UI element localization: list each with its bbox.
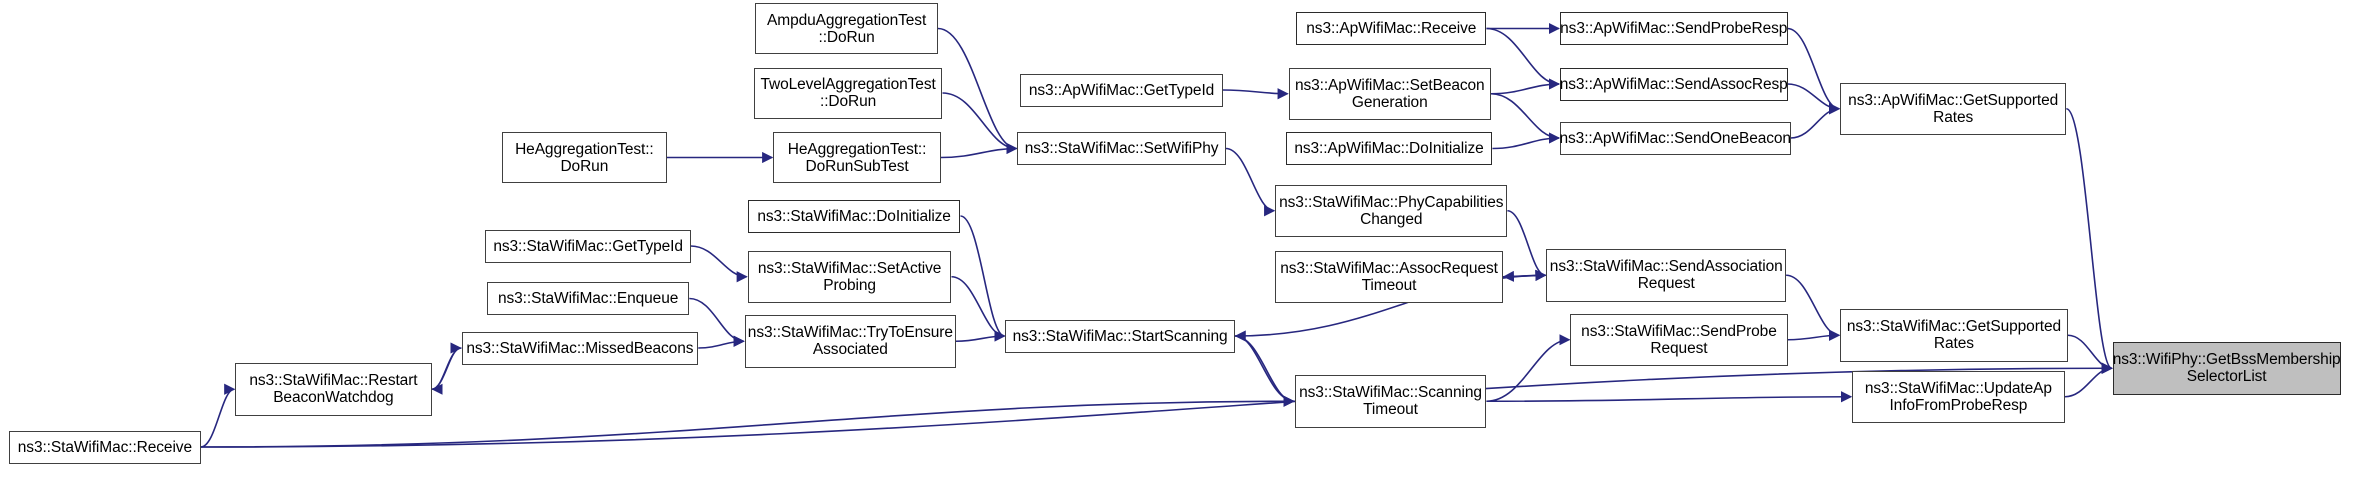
graph-node-label: HeAggregationTest:: DoRun (515, 140, 654, 175)
graph-edge (1490, 92, 1560, 144)
graph-edge (942, 92, 1018, 155)
graph-node-label: ns3::StaWifiMac::Restart BeaconWatchdog (249, 372, 418, 407)
graph-node[interactable]: ns3::StaWifiMac::TryToEnsure Associated (744, 315, 956, 368)
graph-edge (1492, 132, 1560, 150)
graph-node[interactable]: ns3::ApWifiMac::SendOneBeacon (1559, 121, 1792, 155)
graph-node[interactable]: ns3::StaWifiMac::StartScanning (1005, 319, 1235, 353)
graph-edge (698, 335, 745, 349)
graph-node[interactable]: ns3::ApWifiMac::SendAssocResp (1559, 67, 1788, 101)
graph-node[interactable]: ns3::StaWifiMac::SendAssociation Request (1546, 249, 1787, 302)
graph-node-label: ns3::StaWifiMac::SetWifiPhy (1024, 140, 1219, 157)
graph-node-label: HeAggregationTest:: DoRunSubTest (787, 140, 927, 175)
graph-node-label: ns3::StaWifiMac::Scanning Timeout (1299, 384, 1482, 419)
graph-node[interactable]: ns3::StaWifiMac::Enqueue (486, 282, 690, 315)
graph-node[interactable]: ns3::ApWifiMac::GetSupported Rates (1840, 82, 2067, 135)
graph-edge (431, 347, 462, 395)
graph-node-label: ns3::ApWifiMac::SendAssocResp (1559, 75, 1788, 93)
graph-node[interactable]: ns3::StaWifiMac::SetWifiPhy (1017, 132, 1226, 165)
graph-edge (1234, 335, 1295, 407)
graph-edge (1787, 329, 1841, 341)
graph-edge (1222, 88, 1289, 100)
graph-node[interactable]: ns3::StaWifiMac::DoInitialize (747, 199, 961, 233)
graph-node-label: ns3::StaWifiMac::PhyCapabilities Changed (1279, 193, 1504, 228)
graph-node-label: ns3::StaWifiMac::SendProbe Request (1581, 322, 1777, 357)
graph-edge (2067, 334, 2113, 374)
graph-node[interactable]: ns3::StaWifiMac::Restart BeaconWatchdog (235, 363, 432, 416)
graph-node-label: ns3::StaWifiMac::TryToEnsure Associated (747, 324, 953, 359)
graph-node-label: ns3::ApWifiMac::SendOneBeacon (1559, 129, 1792, 147)
graph-edge (690, 245, 748, 283)
graph-edge (1786, 274, 1841, 341)
graph-node-label: ns3::StaWifiMac::Enqueue (497, 290, 679, 307)
graph-node[interactable]: ns3::StaWifiMac::SendProbe Request (1570, 313, 1788, 366)
graph-node-label: ns3::StaWifiMac::MissedBeacons (466, 339, 694, 357)
graph-edge (1507, 209, 1547, 281)
graph-node-label: ns3::StaWifiMac::GetTypeId (493, 237, 683, 255)
graph-edge (1486, 334, 1571, 403)
graph-edge (1502, 270, 1547, 282)
graph-node-label: ns3::StaWifiMac::DoInitialize (757, 207, 951, 225)
graph-node-label: ns3::StaWifiMac::StartScanning (1012, 327, 1228, 345)
graph-edge (941, 142, 1018, 159)
graph-node-label: ns3::StaWifiMac::SetActive Probing (757, 259, 942, 294)
graph-node[interactable]: TwoLevelAggregationTest ::DoRun (753, 67, 943, 119)
graph-node-label: ns3::ApWifiMac::GetTypeId (1028, 81, 1215, 99)
graph-node[interactable]: ns3::StaWifiMac::AssocRequest Timeout (1275, 250, 1503, 303)
graph-node[interactable]: ns3::StaWifiMac::UpdateAp InfoFromProbeR… (1852, 370, 2065, 423)
graph-edge (951, 275, 1006, 342)
graph-node-label: ns3::ApWifiMac::DoInitialize (1294, 140, 1484, 157)
graph-edge (937, 27, 1018, 155)
graph-node-label: ns3::StaWifiMac::UpdateAp InfoFromProbeR… (1864, 379, 2052, 414)
graph-node-label: ns3::StaWifiMac::SendAssociation Request (1549, 258, 1783, 293)
graph-node-label: ns3::ApWifiMac::GetSupported Rates (1848, 91, 2059, 126)
graph-node[interactable]: ns3::ApWifiMac::SendProbeResp (1559, 12, 1788, 45)
graph-edge (960, 215, 1006, 342)
graph-edge (1790, 103, 1841, 139)
graph-node[interactable]: ns3::WifiPhy::GetBssMembership SelectorL… (2113, 342, 2341, 395)
graph-node-label: ns3::StaWifiMac::AssocRequest Timeout (1280, 259, 1498, 294)
graph-node-label: ns3::ApWifiMac::SetBeacon Generation (1294, 76, 1485, 111)
graph-edge (1486, 391, 1853, 403)
graph-edge (1787, 27, 1841, 115)
graph-node[interactable]: ns3::StaWifiMac::SetActive Probing (747, 250, 952, 303)
graph-edge (2065, 107, 2113, 374)
graph-edge (1225, 147, 1276, 217)
graph-node-label: ns3::StaWifiMac::Receive (17, 438, 192, 456)
graph-edge (1502, 270, 1547, 282)
graph-edge (200, 383, 236, 448)
graph-edge (1234, 330, 1295, 403)
graph-node-label: ns3::WifiPhy::GetBssMembership SelectorL… (2112, 351, 2341, 386)
graph-node-label: TwoLevelAggregationTest ::DoRun (760, 76, 936, 110)
graph-node[interactable]: ns3::StaWifiMac::Receive (8, 430, 201, 464)
graph-node[interactable]: ns3::StaWifiMac::Scanning Timeout (1294, 375, 1487, 428)
graph-edge (1486, 27, 1560, 90)
graph-edge (1490, 78, 1560, 95)
graph-node[interactable]: AmpduAggregationTest ::DoRun (755, 3, 938, 54)
graph-node-label: AmpduAggregationTest ::DoRun (767, 11, 927, 46)
graph-node[interactable]: ns3::ApWifiMac::Receive (1296, 12, 1487, 45)
graph-node[interactable]: ns3::ApWifiMac::GetTypeId (1020, 73, 1223, 107)
graph-node[interactable]: ns3::ApWifiMac::DoInitialize (1285, 132, 1493, 165)
graph-node[interactable]: ns3::ApWifiMac::SetBeacon Generation (1288, 67, 1491, 120)
graph-node-label: ns3::ApWifiMac::SendProbeResp (1560, 20, 1788, 37)
graph-node[interactable]: HeAggregationTest:: DoRun (501, 132, 667, 183)
graph-edge (431, 342, 462, 391)
graph-node-label: ns3::StaWifiMac::GetSupported Rates (1846, 318, 2062, 353)
graph-edge (955, 330, 1006, 343)
graph-node-label: ns3::ApWifiMac::Receive (1306, 20, 1477, 37)
graph-edge (200, 362, 2113, 448)
graph-node[interactable]: ns3::StaWifiMac::PhyCapabilities Changed (1275, 184, 1508, 237)
graph-node[interactable]: ns3::StaWifiMac::GetSupported Rates (1840, 309, 2068, 362)
graph-node[interactable]: ns3::StaWifiMac::MissedBeacons (461, 331, 699, 365)
graph-node[interactable]: HeAggregationTest:: DoRunSubTest (773, 132, 941, 183)
graph-edge (1787, 83, 1841, 115)
graph-node[interactable]: ns3::StaWifiMac::GetTypeId (485, 229, 691, 263)
graph-edge (2064, 362, 2113, 398)
